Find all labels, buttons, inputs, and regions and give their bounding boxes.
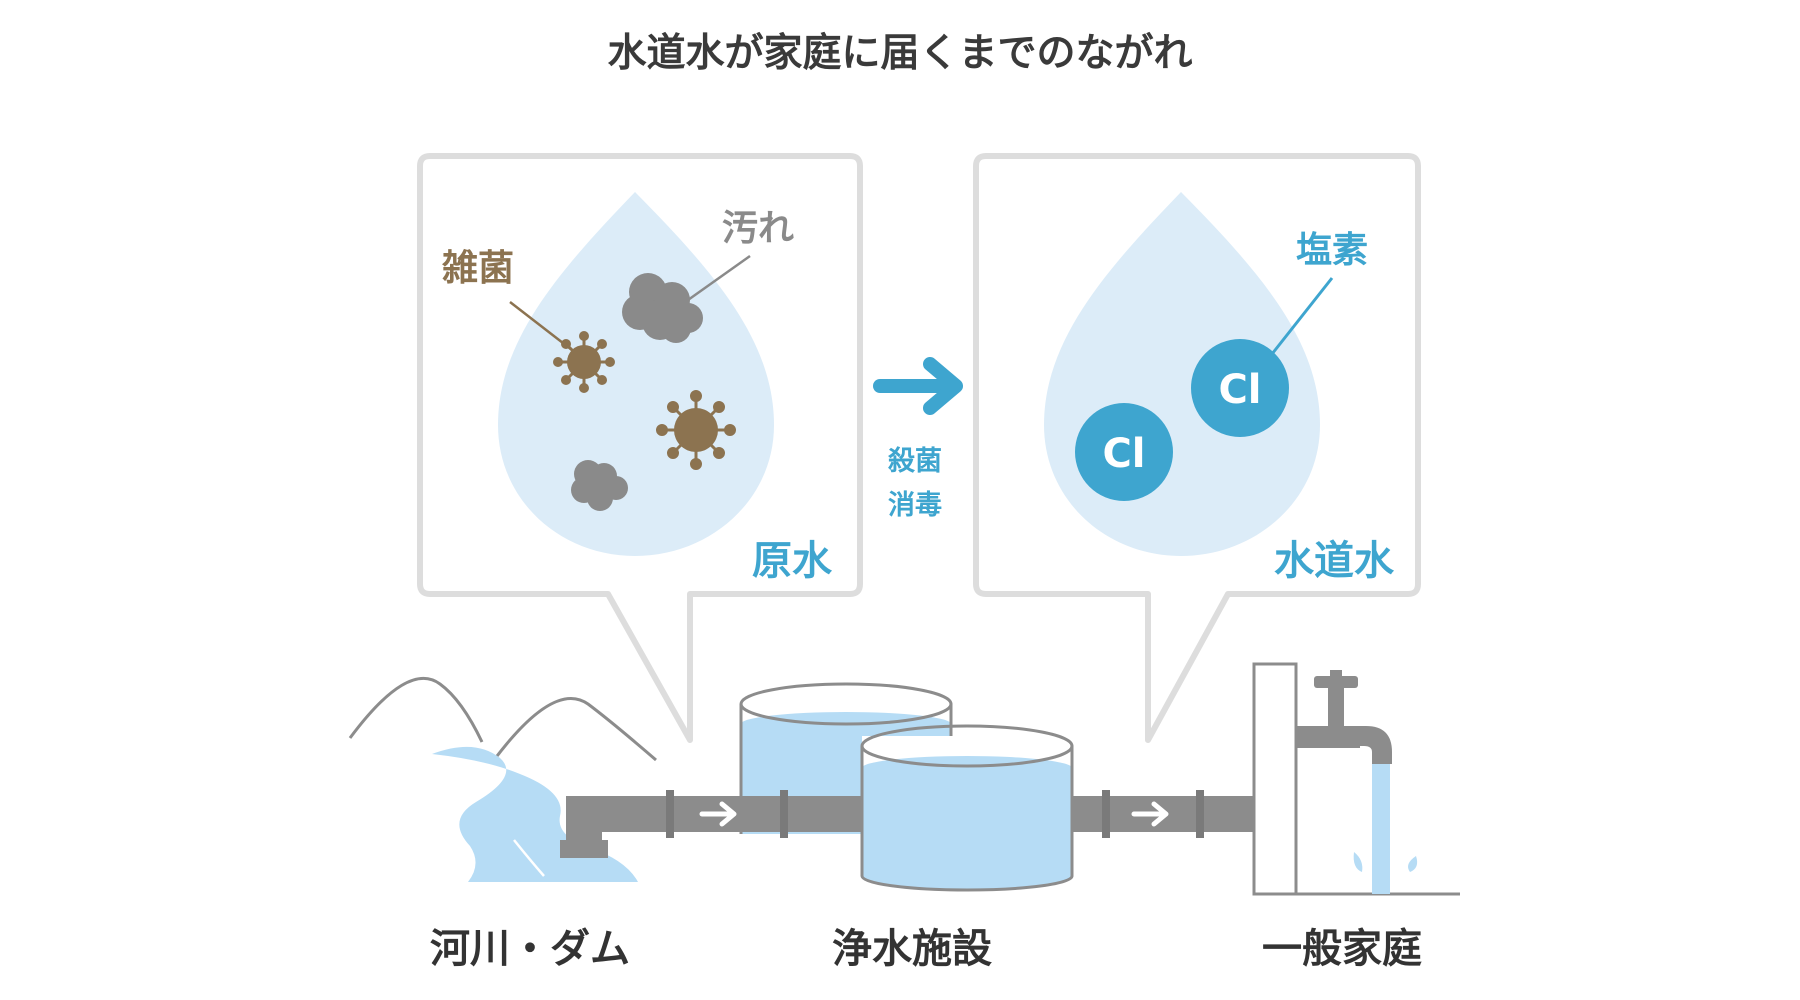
flow-arrow-icon	[699, 801, 737, 827]
raw-water-label: 原水	[752, 538, 833, 584]
germ-icon	[553, 331, 615, 393]
dirt-icon	[571, 460, 628, 511]
river-highlight	[461, 758, 491, 791]
dirt-label: 汚れ	[722, 208, 794, 249]
dirt-icon	[622, 273, 703, 343]
tap-water-label: 水道水	[1274, 538, 1395, 584]
process-arrow-icon	[873, 357, 963, 415]
raw-water-drop	[498, 192, 774, 556]
water-splash-icon	[1353, 852, 1363, 872]
stage-label-home: 一般家庭	[1262, 926, 1422, 972]
house-wall	[1252, 662, 1460, 896]
river-highlight	[513, 839, 545, 877]
tap-water-stream	[1372, 764, 1390, 894]
process-label-sterilization: 殺菌	[888, 446, 942, 477]
faucet-icon	[1296, 670, 1392, 764]
germs-label: 雑菌	[441, 248, 514, 289]
chlorine-symbol: Cl	[1102, 431, 1145, 477]
stage-label-source: 河川・ダム	[430, 926, 630, 972]
stage-label-purification: 浄水施設	[832, 926, 992, 972]
water-splash-icon	[1408, 856, 1418, 872]
mountain-icon	[492, 697, 657, 762]
process-label-disinfection: 消毒	[888, 490, 942, 521]
diagram-title: 水道水が家庭に届くまでのながれ	[607, 31, 1192, 76]
germs-leader-line	[509, 301, 573, 351]
purification-tank	[860, 724, 1074, 892]
chlorine-molecule-icon	[1191, 339, 1289, 437]
germ-icon	[656, 390, 736, 470]
chlorine-molecule-icon	[1075, 403, 1173, 501]
chlorine-label: 塩素	[1296, 230, 1368, 271]
dirt-leader-line	[687, 254, 751, 302]
chlorine-leader-line	[1270, 277, 1334, 355]
mountain-icon	[348, 676, 484, 743]
flow-arrow-icon	[1131, 801, 1169, 827]
chlorine-symbol: Cl	[1218, 367, 1261, 413]
